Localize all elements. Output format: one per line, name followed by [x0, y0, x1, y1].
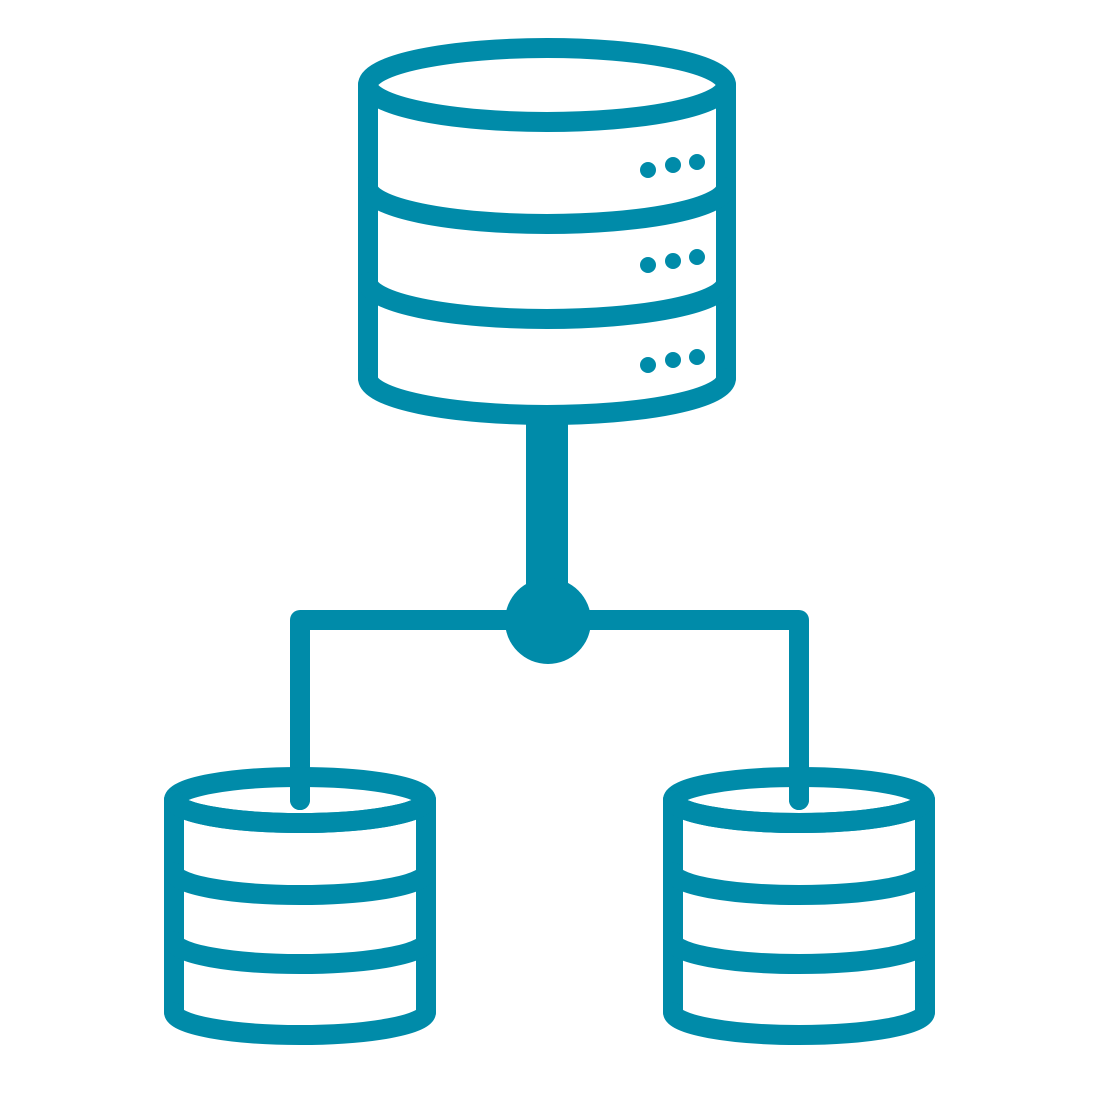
- indicator-dot-icon: [689, 249, 705, 265]
- trunk-line: [526, 412, 568, 602]
- primary-database-icon: [358, 38, 736, 425]
- replica-disk-separator: [164, 790, 436, 833]
- primary-disk-separator: [358, 177, 736, 234]
- replica-disk-separator: [663, 790, 935, 833]
- indicator-dot-icon: [689, 349, 705, 365]
- network-junction-icon: [290, 412, 809, 810]
- replica-bottom-arc: [164, 1002, 436, 1045]
- primary-bottom-arc: [358, 368, 736, 425]
- indicator-dot-icon: [665, 253, 681, 269]
- primary-top-ellipse: [358, 38, 736, 132]
- indicator-dot-icon: [665, 157, 681, 173]
- replica-bottom-arc: [663, 1002, 935, 1045]
- replica-database-left-icon: [164, 767, 436, 1045]
- indicator-dot-icon: [640, 357, 656, 373]
- primary-disk-separator: [358, 272, 736, 329]
- indicator-dot-icon: [640, 257, 656, 273]
- indicator-dot-icon: [665, 352, 681, 368]
- replica-disk-separator: [663, 862, 935, 905]
- indicator-dot-icon: [640, 162, 656, 178]
- replica-disk-separator: [164, 931, 436, 974]
- junction-node-icon: [505, 578, 591, 664]
- replica-database-right-icon: [663, 767, 935, 1045]
- replica-disk-separator: [164, 862, 436, 905]
- replica-disk-separator: [663, 931, 935, 974]
- indicator-dot-icon: [689, 154, 705, 170]
